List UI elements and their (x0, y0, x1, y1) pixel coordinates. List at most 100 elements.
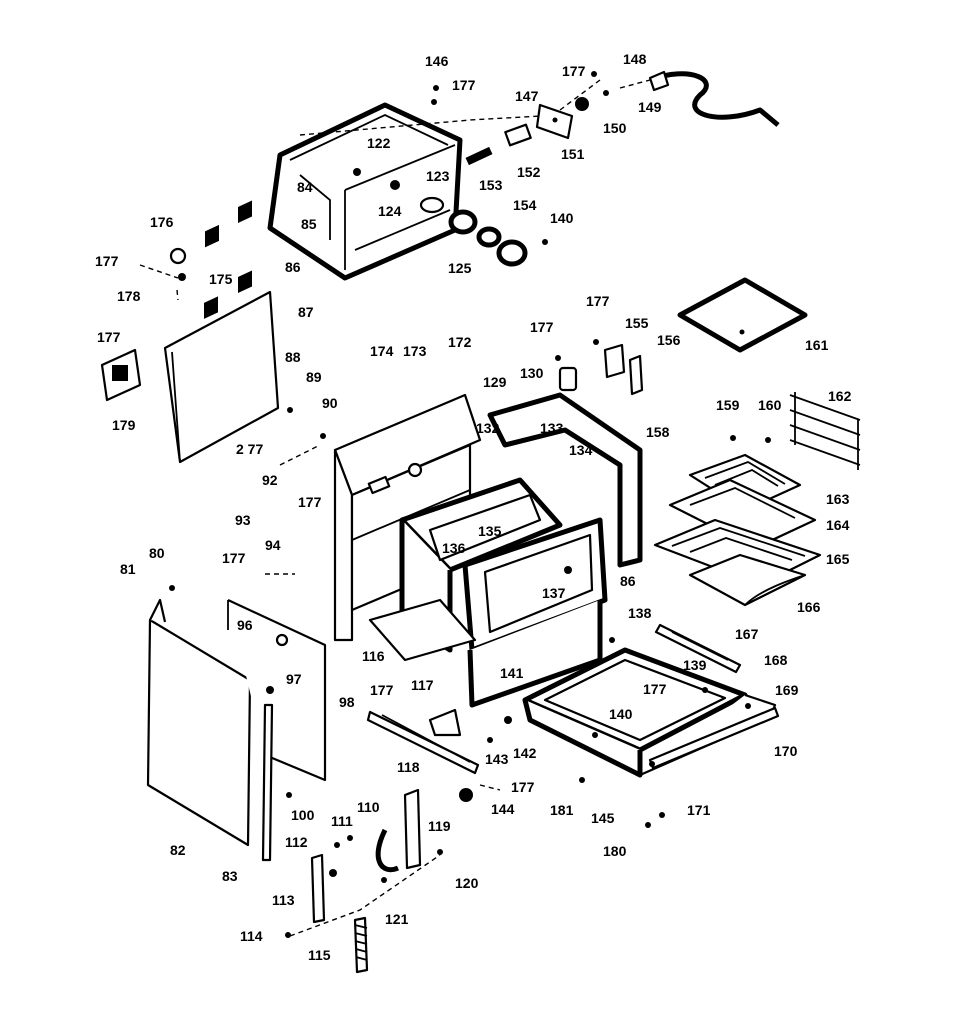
label-173: 173 (403, 343, 427, 359)
label-111: 111 (331, 813, 353, 829)
label-92: 92 (262, 472, 278, 488)
bracket-117 (428, 708, 462, 737)
oven-box-158 (487, 392, 643, 568)
label-174: 174 (370, 343, 394, 359)
label-122: 122 (367, 135, 391, 151)
bar-83 (261, 703, 274, 862)
label-114: 114 (240, 928, 263, 944)
label-129: 129 (483, 374, 507, 390)
label-90: 90 (322, 395, 338, 411)
label-177: 177 (452, 77, 476, 93)
gaskets-125-153-154 (448, 209, 528, 267)
top-panel-161 (677, 277, 808, 353)
oven-rack-166 (688, 553, 807, 607)
label-138: 138 (628, 605, 652, 621)
label-87: 87 (298, 304, 314, 320)
label-149: 149 (638, 99, 662, 115)
label-152: 152 (517, 164, 541, 180)
label-155: 155 (625, 315, 649, 331)
dashed-leaders (139, 79, 651, 937)
label-88: 88 (285, 349, 301, 365)
side-panel-82 (146, 598, 252, 847)
base-plate-116 (368, 598, 477, 662)
label-143: 143 (485, 751, 509, 767)
hinge-bracket-119 (375, 788, 422, 873)
slide-rail-170 (648, 706, 780, 770)
gas-hose-149 (648, 70, 780, 127)
label-89: 89 (306, 369, 322, 385)
label-177: 177 (298, 494, 322, 510)
label-135: 135 (478, 523, 502, 539)
label-162: 162 (828, 388, 852, 404)
label-154: 154 (513, 197, 537, 213)
bracket-155-156 (603, 343, 644, 396)
label-156: 156 (657, 332, 681, 348)
spring-152 (465, 146, 493, 166)
label-121: 121 (385, 911, 409, 927)
label-82: 82 (170, 842, 186, 858)
label-147: 147 (515, 88, 539, 104)
label-85: 85 (301, 216, 317, 232)
label-163: 163 (826, 491, 850, 507)
side-panel-87 (163, 200, 280, 464)
orifice-151 (504, 123, 532, 147)
label-159: 159 (716, 397, 740, 413)
label-83: 83 (222, 868, 238, 884)
label-142: 142 (513, 745, 537, 761)
label-96: 96 (237, 617, 253, 633)
label-134: 134 (569, 442, 593, 458)
label-177: 177 (370, 682, 394, 698)
label-170: 170 (774, 743, 798, 759)
panel-96-98 (227, 599, 327, 782)
fitting-150 (575, 97, 589, 111)
label-100: 100 (291, 807, 315, 823)
bracket-112-113 (310, 853, 337, 924)
label-148: 148 (623, 51, 647, 67)
label-177: 177 (562, 63, 586, 79)
label-177: 177 (586, 293, 610, 309)
label-94: 94 (265, 537, 281, 553)
label-115: 115 (308, 947, 331, 963)
hinge-130 (558, 366, 578, 392)
label-181: 181 (550, 802, 574, 818)
label-113: 113 (272, 892, 295, 908)
label-139: 139 (683, 657, 707, 673)
label-172: 172 (448, 334, 472, 350)
label-130: 130 (520, 365, 544, 381)
label-124: 124 (378, 203, 402, 219)
label-93: 93 (235, 512, 251, 528)
label-84: 84 (297, 179, 313, 195)
label-110: 110 (357, 799, 380, 815)
label-137: 137 (542, 585, 566, 601)
label-123: 123 (426, 168, 450, 184)
label-140: 140 (550, 210, 574, 226)
label-81: 81 (120, 561, 136, 577)
label-2-77: 2 77 (236, 441, 263, 457)
kick-panel-118 (366, 710, 480, 775)
label-161: 161 (805, 337, 829, 353)
label-132: 132 (476, 420, 500, 436)
label-166: 166 (797, 599, 821, 615)
label-175: 175 (209, 271, 233, 287)
vent-plate-179 (100, 348, 142, 402)
label-141: 141 (500, 665, 524, 681)
label-160: 160 (758, 397, 782, 413)
label-98: 98 (339, 694, 355, 710)
label-177: 177 (511, 779, 535, 795)
leveler-144 (459, 788, 473, 802)
label-177: 177 (95, 253, 119, 269)
slide-rail-167 (654, 623, 742, 674)
label-177: 177 (222, 550, 246, 566)
label-171: 171 (687, 802, 711, 818)
label-165: 165 (826, 551, 850, 567)
label-140: 140 (609, 706, 633, 722)
spring-115 (353, 916, 369, 974)
screws (169, 71, 771, 938)
label-125: 125 (448, 260, 472, 276)
oven-door-frame-86-137 (462, 517, 608, 708)
label-117: 117 (411, 677, 434, 693)
callout-labels: 146 177 177 148 147 149 150 151 152 122 … (95, 51, 852, 963)
label-136: 136 (442, 540, 466, 556)
